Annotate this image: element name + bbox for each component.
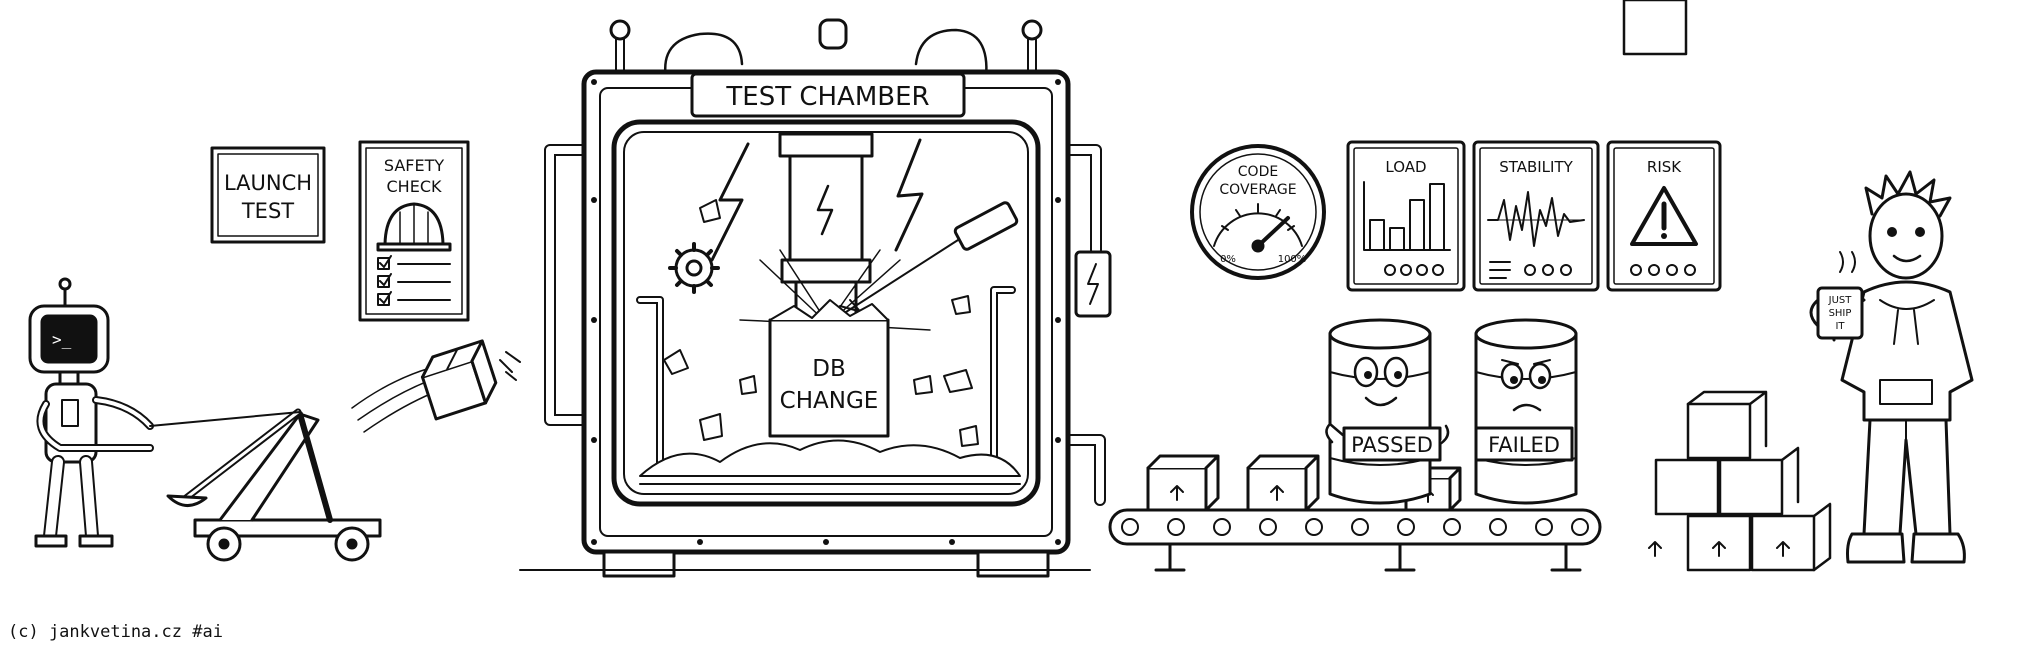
gauge-label-1: CODE [1238,164,1278,180]
package-stack [1622,0,1832,572]
db-change-label-2: CHANGE [780,388,879,414]
load-panel-title: LOAD [1385,158,1426,176]
hard-hat-icon [376,202,452,252]
developer-person [1832,170,1974,564]
launch-test-label-2: TEST [241,199,294,223]
checklist-icon [377,255,451,306]
mug-label-1: JUST [1828,295,1853,306]
bar-chart-icon [1363,181,1451,251]
svg-text:>_: >_ [52,330,72,349]
stability-panel-title: STABILITY [1499,158,1573,176]
gear-icon [668,242,720,294]
passed-barrel: PASSED [1325,318,1450,505]
failed-label: FAILED [1488,433,1560,457]
safety-check-sign: SAFETY CHECK [358,140,470,322]
gauge-label-2: COVERAGE [1219,182,1296,198]
sad-face-icon [1500,359,1552,412]
db-change-box: DB CHANGE [768,299,890,438]
mug-label-2: SHIP [1829,308,1852,319]
code-coverage-gauge: CODE COVERAGE 0% 100% [1190,144,1326,280]
chamber-interior: DB CHANGE [636,132,1021,485]
failed-barrel: FAILED [1474,318,1578,505]
safety-check-label-1: SAFETY [384,156,444,175]
risk-panel-title: RISK [1647,158,1682,176]
flying-package [351,339,521,433]
happy-face-icon [1353,356,1409,407]
catapult [149,408,382,562]
launch-test-label-1: LAUNCH [224,171,312,195]
conveyor-belt [1108,508,1602,572]
gauge-max-label: 100% [1278,254,1307,265]
credit-caption: (c) jankvetina.cz #ai [8,622,223,642]
coffee-mug: JUST SHIP IT [1809,251,1864,340]
safety-check-label-2: CHECK [387,177,442,196]
risk-panel: RISK [1606,140,1722,292]
waveform-icon [1487,191,1585,247]
warning-icon [1630,186,1698,246]
launch-test-sign: LAUNCH TEST [210,146,326,244]
robot: >_ [28,277,154,548]
db-change-label-1: DB [812,356,846,382]
gauge-min-label: 0% [1220,254,1236,265]
mug-label-3: IT [1835,321,1845,332]
chamber-title: TEST CHAMBER [725,82,929,112]
passed-label: PASSED [1351,433,1433,457]
conveyor-package-2 [1246,454,1320,512]
stability-panel: STABILITY [1472,140,1600,292]
conveyor-package-1 [1146,454,1220,512]
load-panel: LOAD [1346,140,1466,292]
